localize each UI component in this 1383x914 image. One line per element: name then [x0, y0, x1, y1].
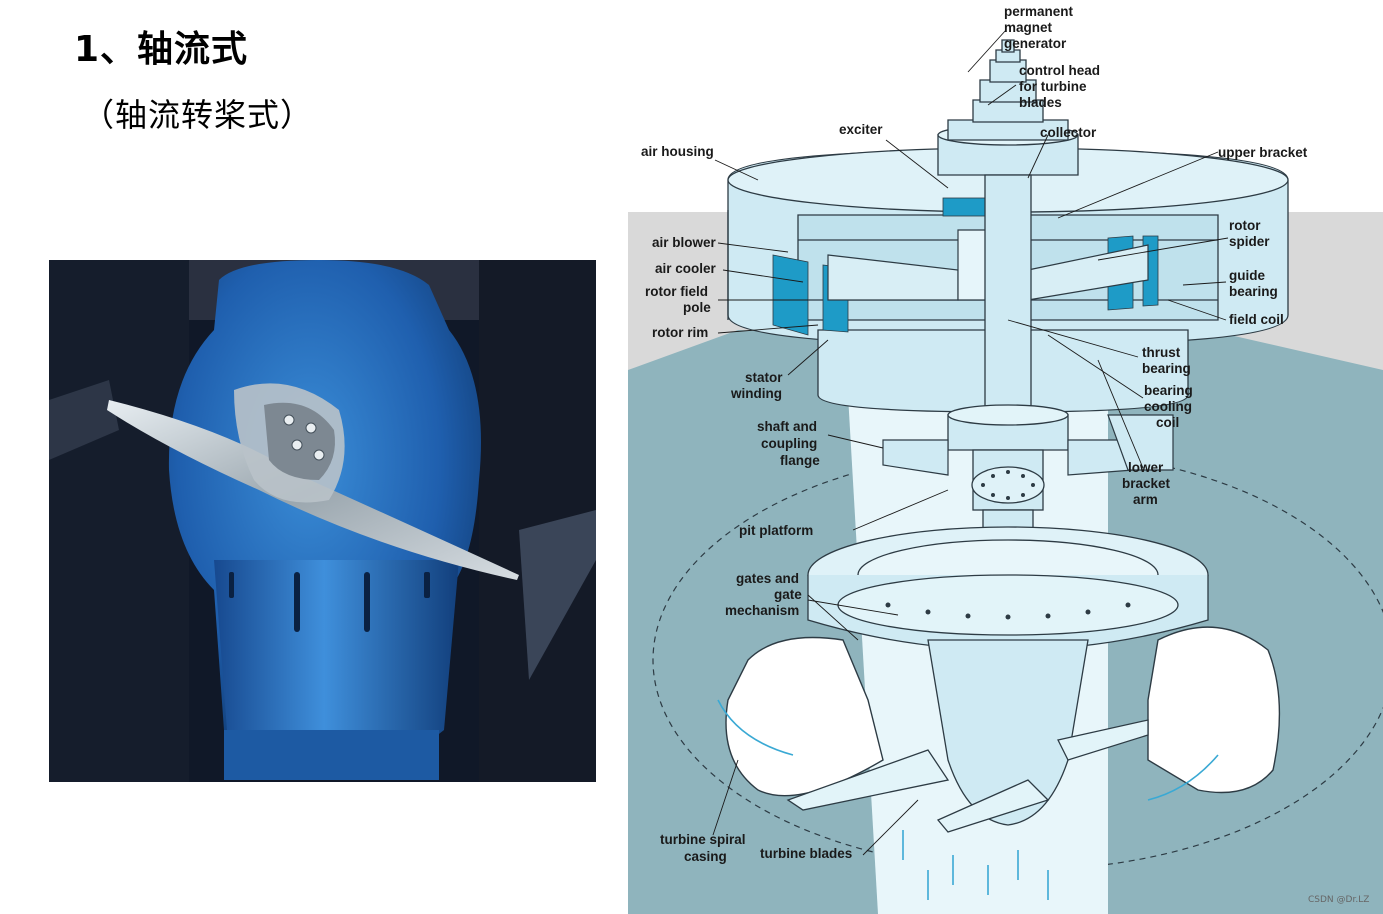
label-control-head-1: control head	[1019, 63, 1100, 78]
label-rotor-field-pole-2: pole	[683, 300, 711, 315]
label-shaft-2: coupling	[761, 436, 817, 451]
label-gates-1: gates and	[736, 571, 799, 586]
slide-subtitle: （轴流转桨式）	[82, 96, 314, 134]
label-lower-bracket-2: bracket	[1122, 476, 1171, 491]
label-guide-bearing-2: bearing	[1229, 284, 1278, 299]
label-group: permanent magnet generator control head …	[641, 4, 1308, 864]
label-gates-3: mechanism	[725, 603, 799, 618]
label-pmg-2: magnet	[1004, 20, 1053, 35]
kaplan-runner-photo	[49, 260, 596, 782]
label-stator-winding-2: winding	[730, 386, 782, 401]
watermark: CSDN @Dr.LZ	[1308, 895, 1369, 905]
label-rotor-field-pole-1: rotor field	[645, 284, 708, 299]
label-air-blower: air blower	[652, 235, 717, 250]
label-air-housing: air housing	[641, 144, 714, 159]
label-rotor-spider-1: rotor	[1229, 218, 1261, 233]
label-field-coil: field coil	[1229, 312, 1284, 327]
label-upper-bracket: upper bracket	[1218, 145, 1308, 160]
label-bearing-cooling-3: coil	[1156, 415, 1179, 430]
label-thrust-bearing-2: bearing	[1142, 361, 1191, 376]
label-spiral-casing-1: turbine spiral	[660, 832, 746, 847]
label-gates-2: gate	[774, 587, 802, 602]
label-lower-bracket-3: arm	[1133, 492, 1158, 507]
label-guide-bearing-1: guide	[1229, 268, 1265, 283]
slide-title: 1、轴流式	[74, 29, 249, 70]
label-air-cooler: air cooler	[655, 261, 717, 276]
label-lower-bracket-1: lower	[1128, 460, 1164, 475]
label-pmg-1: permanent	[1004, 4, 1074, 19]
label-rotor-spider-2: spider	[1229, 234, 1270, 249]
label-pit-platform: pit platform	[739, 523, 813, 538]
hydro-generator-cutaway-diagram: permanent magnet generator control head …	[628, 0, 1383, 914]
label-turbine-blades: turbine blades	[760, 846, 852, 861]
label-control-head-3: blades	[1019, 95, 1062, 110]
label-control-head-2: for turbine	[1019, 79, 1087, 94]
label-collector: collector	[1040, 125, 1097, 140]
label-shaft-1: shaft and	[757, 419, 817, 434]
label-bearing-cooling-2: cooling	[1144, 399, 1192, 414]
label-pmg-3: generator	[1004, 36, 1067, 51]
label-thrust-bearing-1: thrust	[1142, 345, 1181, 360]
label-exciter: exciter	[839, 122, 883, 137]
label-stator-winding-1: stator	[745, 370, 783, 385]
label-bearing-cooling-1: bearing	[1144, 383, 1193, 398]
label-shaft-3: flange	[780, 453, 820, 468]
label-spiral-casing-2: casing	[684, 849, 727, 864]
label-rotor-rim: rotor rim	[652, 325, 708, 340]
